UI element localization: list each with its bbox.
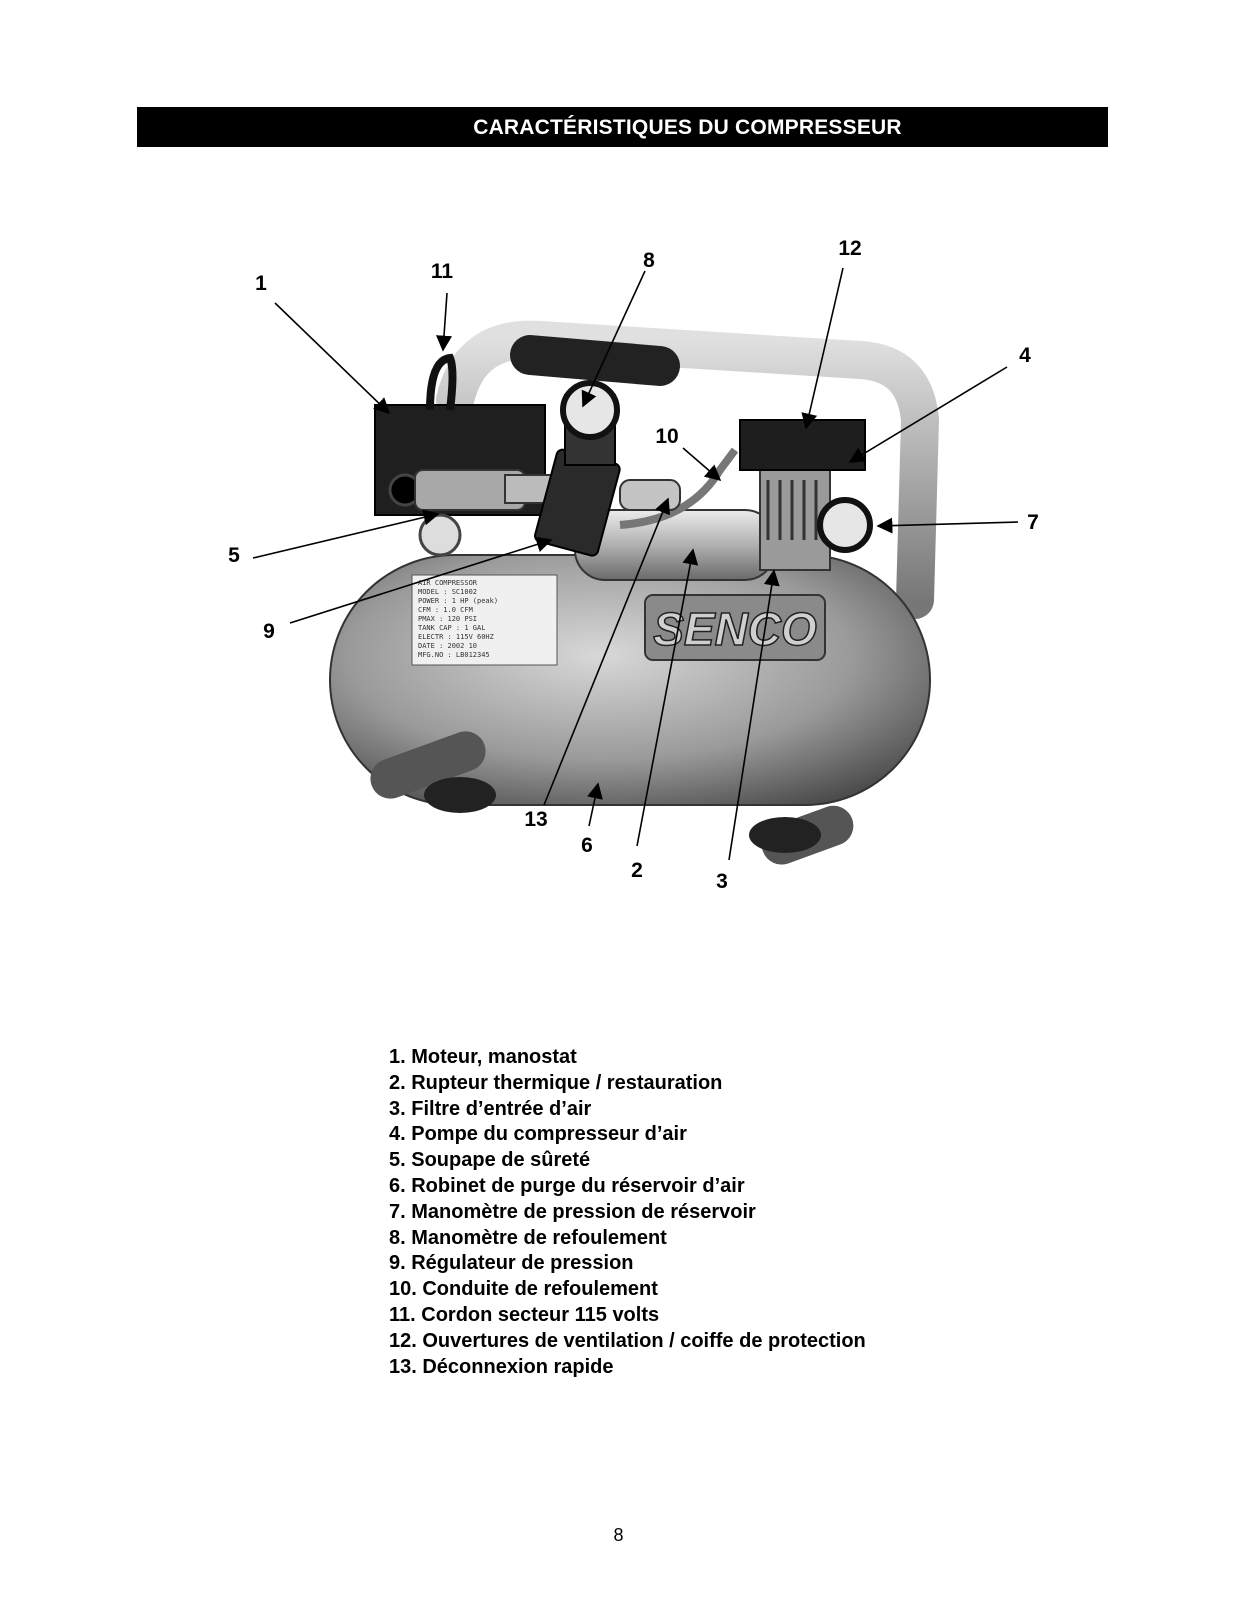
- gauges: [560, 380, 873, 553]
- nameplate-line: MFG.NO : LB012345: [418, 651, 490, 659]
- nameplate-line: PMAX : 120 PSI: [418, 615, 477, 623]
- legend-item: 4. Pompe du compresseur d’air: [389, 1123, 687, 1146]
- legend-item: 1. Moteur, manostat: [389, 1046, 577, 1068]
- outlet-gauge: [560, 380, 620, 440]
- callout-7: 7: [1027, 511, 1039, 534]
- section-title: CARACTÉRISTIQUES DU COMPRESSEUR: [473, 116, 902, 139]
- legend-item: 6. Robinet de purge du réservoir d’air: [389, 1174, 745, 1197]
- callout-12: 12: [838, 237, 861, 260]
- callout-11: 11: [431, 260, 454, 283]
- brand-logo: SENCO: [653, 603, 817, 655]
- motor-pump-assembly: [574, 419, 866, 581]
- nameplate-line: CFM : 1.0 CFM: [418, 606, 473, 614]
- nameplate-line: TANK CAP : 1 GAL: [418, 624, 485, 632]
- nameplate-line: ELECTR : 115V 60HZ: [418, 633, 494, 641]
- legend-item: 2. Rupteur thermique / restauration: [389, 1071, 723, 1094]
- safety-valve: [418, 513, 462, 557]
- legend-item: 8. Manomètre de refoulement: [389, 1226, 667, 1249]
- nameplate-line: POWER : 1 HP (peak): [418, 597, 498, 605]
- legend-item: 3. Filtre d’entrée d’air: [389, 1097, 592, 1120]
- callout-6: 6: [581, 834, 593, 857]
- nameplate-line: MODEL : SC1002: [418, 588, 477, 596]
- pressure-switch-assembly: [374, 353, 681, 557]
- page-number: 8: [613, 1525, 624, 1545]
- callout-4: 4: [1019, 344, 1031, 367]
- frame-handle: [436, 320, 940, 619]
- power-cord: [426, 353, 457, 411]
- tank-feet: [370, 731, 854, 865]
- compressor-figure: AIR COMPRESSOR MODEL : SC1002 POWER : 1 …: [228, 237, 1039, 893]
- section-title-bar: CARACTÉRISTIQUES DU COMPRESSEUR: [137, 107, 1108, 147]
- callout-3: 3: [716, 870, 728, 893]
- callout-numbers: 1 2 3 4 5 6 7 8 9 10 11 12 13: [228, 237, 1039, 893]
- callout-leaders: [252, 267, 1019, 861]
- tank-gauge: [817, 497, 873, 553]
- quick-coupler: [619, 479, 681, 511]
- legend-item: 5. Soupape de sûreté: [389, 1149, 591, 1172]
- callout-10: 10: [655, 425, 678, 448]
- legend-item: 12. Ouvertures de ventilation / coiffe d…: [389, 1329, 866, 1352]
- callout-5: 5: [228, 544, 240, 567]
- callout-9: 9: [263, 620, 275, 643]
- legend-item: 9. Régulateur de pression: [389, 1252, 634, 1275]
- callout-2: 2: [631, 859, 643, 882]
- nameplate-line: DATE : 2002 10: [418, 642, 477, 650]
- legend-item: 11. Cordon secteur 115 volts: [389, 1303, 660, 1326]
- nameplate: [411, 574, 558, 666]
- nameplate-line: AIR COMPRESSOR: [418, 579, 478, 587]
- legend-item: 13. Déconnexion rapide: [389, 1355, 614, 1378]
- parts-legend: 1. Moteur, manostat 2. Rupteur thermique…: [389, 1045, 866, 1380]
- callout-1: 1: [255, 272, 267, 295]
- brand-plate: [644, 594, 826, 661]
- legend-item: 7. Manomètre de pression de réservoir: [389, 1200, 756, 1223]
- callout-13: 13: [524, 808, 547, 831]
- callout-8: 8: [643, 249, 655, 272]
- legend-item: 10. Conduite de refoulement: [389, 1278, 658, 1301]
- vent-cover: [739, 419, 866, 471]
